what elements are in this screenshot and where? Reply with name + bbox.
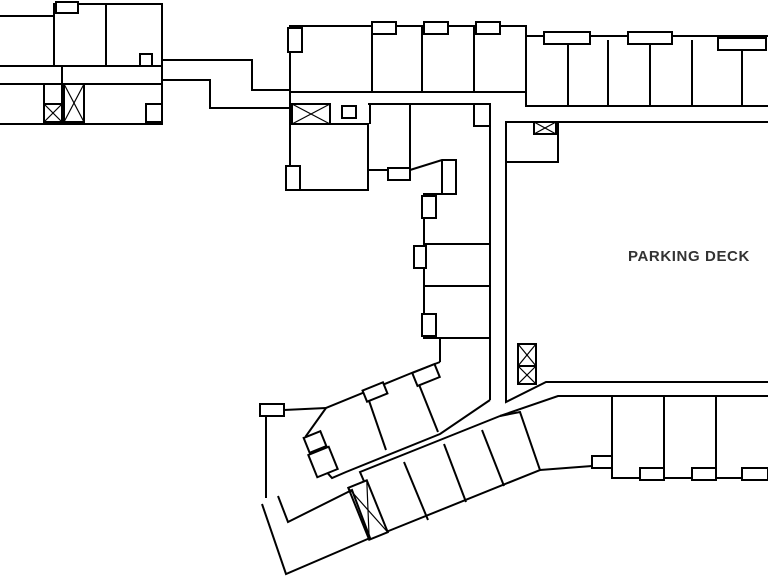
parking-deck-outline	[505, 121, 768, 404]
top-center-outline	[289, 25, 768, 190]
window-box	[591, 455, 613, 469]
window-box	[413, 245, 427, 269]
window-box	[543, 31, 591, 45]
elevator-box	[517, 365, 537, 385]
sw-lower-wing-wall	[443, 443, 467, 503]
window-box	[341, 105, 357, 119]
window-box	[741, 467, 768, 481]
central-spine	[409, 159, 490, 362]
core-outline	[368, 103, 491, 400]
window-box	[627, 31, 673, 45]
window-box	[421, 313, 437, 337]
window-box	[285, 165, 301, 191]
parking-deck-label: PARKING DECK	[628, 248, 750, 265]
window-box	[639, 467, 665, 481]
connector-corridors	[162, 59, 290, 109]
sw-corner-outline	[265, 409, 270, 498]
window-box	[475, 21, 501, 35]
window-box	[717, 37, 767, 51]
top-left-wing	[0, 1, 163, 125]
parking-deck: PARKING DECK	[505, 121, 768, 404]
window-box	[691, 467, 717, 481]
bottom-right-building	[499, 395, 768, 481]
elevator-box	[43, 103, 63, 123]
top-center-building	[285, 21, 768, 400]
window-box	[139, 53, 153, 67]
window-box	[423, 21, 449, 35]
lower-corridor	[162, 79, 290, 109]
window-box	[361, 381, 389, 403]
elevator-box	[63, 83, 85, 123]
window-box	[145, 103, 163, 123]
elevator-box	[533, 121, 557, 135]
window-box	[287, 27, 303, 53]
window-box	[302, 429, 328, 455]
core-outline	[290, 123, 369, 191]
window-box	[410, 362, 442, 388]
window-box	[55, 1, 79, 14]
window-box	[387, 167, 411, 181]
sw-corner-wall	[283, 407, 327, 411]
window-box	[307, 445, 339, 479]
window-box	[473, 103, 491, 127]
sw-lower-wing-wall	[481, 429, 505, 487]
sw-lower-wing-wall	[403, 461, 429, 521]
parking-deck-wall	[506, 122, 559, 163]
bottom-right-outline	[499, 395, 768, 417]
window-box	[421, 195, 437, 219]
elevator-box	[291, 103, 331, 125]
southwest-wings	[259, 361, 542, 576]
window-box	[259, 403, 285, 417]
window-box	[371, 21, 397, 35]
upper-corridor	[162, 59, 290, 91]
sw-corner-outline	[261, 488, 372, 576]
elevator-box	[517, 343, 537, 367]
sw-lower-wing-outline	[358, 410, 542, 534]
